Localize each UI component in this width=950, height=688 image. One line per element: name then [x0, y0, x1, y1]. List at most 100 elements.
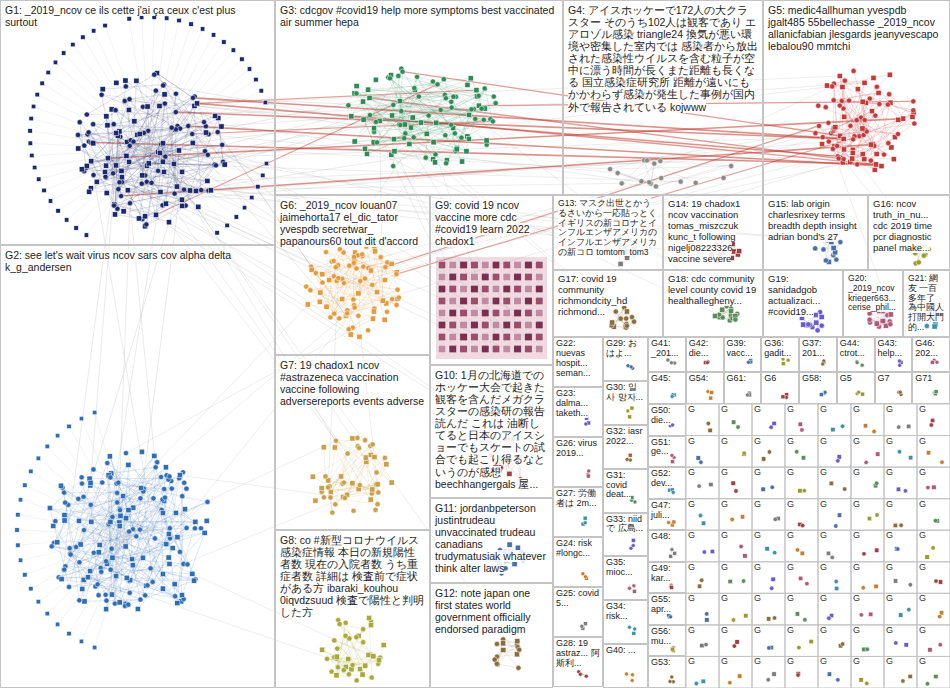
vertex — [432, 160, 437, 165]
vertex — [842, 78, 847, 83]
cluster-link — [644, 160, 731, 166]
vertex — [360, 99, 365, 104]
cluster-link — [17, 530, 130, 535]
vertex — [390, 297, 395, 302]
vertex — [374, 290, 379, 295]
vertex — [346, 103, 351, 108]
group-cell — [851, 467, 884, 499]
vertex — [481, 321, 489, 329]
cluster-link — [69, 426, 130, 535]
vertex — [438, 333, 446, 341]
cluster-link — [340, 624, 364, 629]
vertex — [351, 254, 356, 259]
cluster-link — [843, 109, 870, 145]
vertex — [618, 261, 623, 266]
vertex — [831, 245, 836, 250]
vertex — [503, 309, 511, 317]
vertex — [476, 93, 481, 98]
cluster-link — [842, 87, 913, 113]
vertex — [615, 170, 620, 175]
vertex — [610, 320, 615, 325]
cluster-link — [112, 109, 113, 173]
vertex — [356, 291, 361, 296]
vertex — [618, 316, 623, 321]
vertex — [490, 119, 495, 124]
vertex — [874, 162, 879, 167]
cluster-link — [47, 535, 130, 614]
vertex — [205, 178, 210, 183]
group-cell — [884, 593, 917, 625]
vertex — [474, 88, 479, 93]
vertex — [392, 149, 397, 154]
vertex — [351, 297, 356, 302]
vertex — [361, 117, 366, 122]
cluster-link — [150, 150, 258, 187]
vertex — [460, 333, 468, 341]
vertex — [851, 137, 856, 142]
cluster-link — [106, 496, 123, 609]
vertex — [391, 102, 396, 107]
cluster-link — [109, 475, 173, 548]
vertex — [179, 197, 184, 202]
vertex — [678, 179, 683, 184]
vertex — [402, 136, 407, 141]
vertex — [145, 104, 150, 109]
vertex — [190, 140, 195, 145]
vertex — [112, 212, 117, 217]
group-cell — [851, 404, 884, 436]
vertex — [836, 156, 841, 161]
vertex — [161, 169, 166, 174]
vertex — [514, 261, 522, 269]
cluster-link — [21, 535, 130, 560]
cluster-link — [128, 581, 194, 605]
vertex — [851, 68, 856, 73]
group-cell — [719, 436, 752, 468]
group-cell — [917, 593, 950, 625]
vertex — [503, 297, 511, 305]
vertex — [525, 345, 533, 353]
vertex — [103, 174, 108, 179]
network-link — [148, 131, 370, 500]
cluster-link — [649, 181, 680, 183]
group-cell — [785, 562, 818, 594]
cluster-link — [31, 119, 150, 150]
vertex — [841, 156, 846, 161]
cluster-link — [150, 150, 252, 198]
vertex — [380, 298, 385, 303]
cluster-link — [859, 136, 893, 159]
cluster-link — [31, 535, 130, 589]
vertex — [624, 316, 629, 321]
cluster-link — [417, 77, 445, 135]
group-cell — [785, 530, 818, 562]
vertex — [659, 175, 664, 180]
cluster-link — [888, 105, 914, 113]
cluster-link — [133, 498, 165, 530]
cluster-link — [349, 266, 371, 271]
cluster-link — [90, 456, 154, 571]
vertex — [163, 154, 168, 159]
vertex — [444, 161, 449, 166]
group-cell — [851, 593, 884, 625]
vertex — [180, 203, 185, 208]
vertex — [320, 280, 325, 285]
vertex — [155, 168, 160, 173]
vertex — [205, 152, 210, 157]
cluster-link — [116, 564, 169, 576]
group-cell — [752, 625, 785, 657]
group-cell — [917, 530, 950, 562]
cluster-link — [88, 577, 138, 609]
cluster-link — [106, 126, 206, 177]
cluster-link — [374, 132, 447, 160]
vertex — [111, 122, 116, 127]
cluster-link — [839, 120, 899, 159]
vertex — [484, 138, 489, 143]
group-cell — [719, 499, 752, 531]
vertex — [535, 285, 543, 293]
vertex — [157, 150, 162, 155]
cluster-link — [331, 484, 378, 497]
vertex — [860, 99, 865, 104]
group-cell — [686, 530, 719, 562]
vertex — [469, 107, 474, 112]
vertex — [370, 316, 375, 321]
cluster-link — [354, 472, 377, 510]
